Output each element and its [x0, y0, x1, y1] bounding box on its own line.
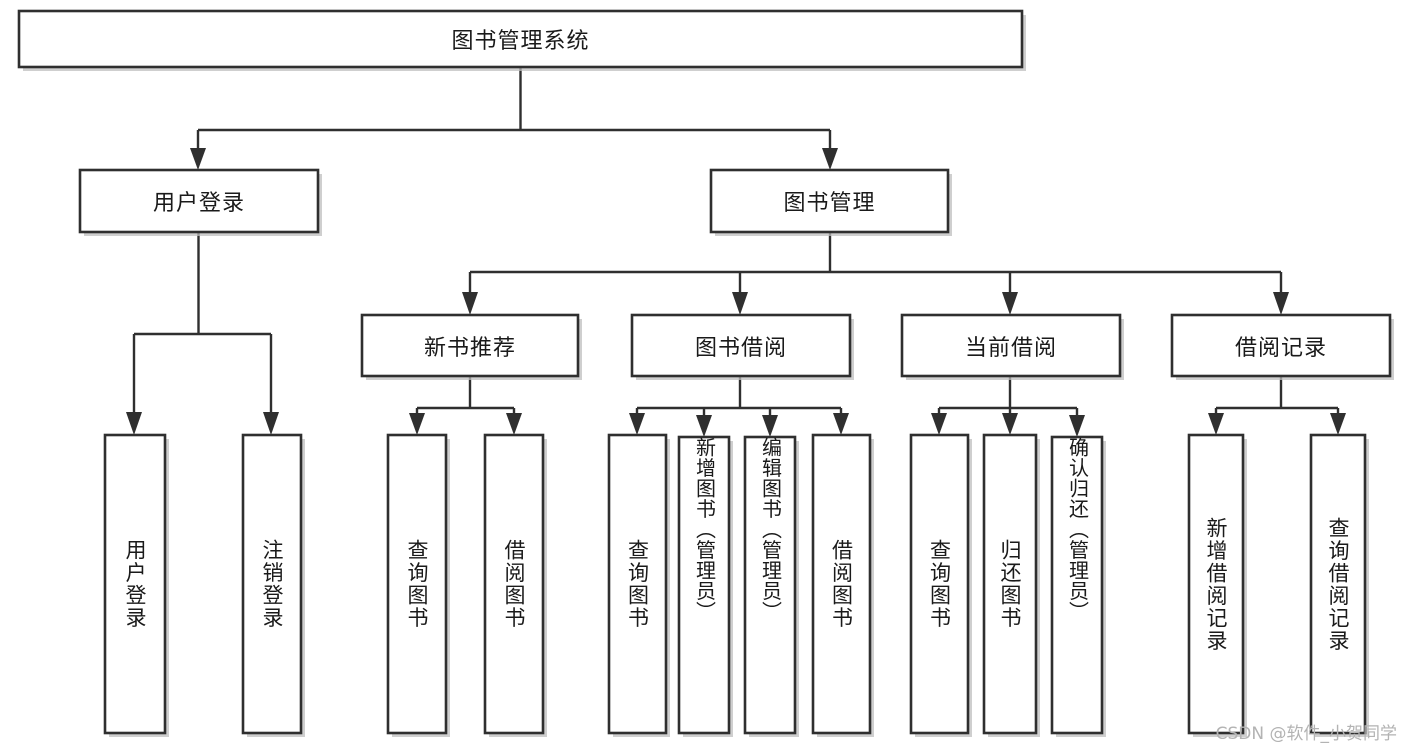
leaf-box-11[interactable] [1187, 433, 1245, 735]
leaf-box-10[interactable] [1050, 435, 1104, 735]
arrow-bb-leaf-1 [629, 413, 645, 435]
arrow-cb-leaf-3 [1069, 415, 1085, 437]
connector-user-login-bus [132, 232, 273, 417]
connector-new-book-rec-bus [415, 376, 516, 418]
connector-borrow-record-bus [1214, 376, 1340, 418]
arrow-nbr-leaf-2 [506, 413, 522, 435]
connector-group [126, 67, 1346, 437]
leaf-box-2[interactable] [386, 433, 448, 735]
node-borrow-record-box[interactable] [1170, 313, 1392, 378]
arrow-to-new-book-rec [462, 292, 478, 315]
arrow-to-book-manage [822, 148, 838, 170]
node-new-book-rec-box[interactable] [360, 313, 580, 378]
connector-root-bus [196, 67, 832, 152]
leaf-box-9[interactable] [982, 433, 1038, 735]
arrow-nbr-leaf-1 [409, 413, 425, 435]
box-group [17, 9, 1392, 735]
node-user-login-box[interactable] [78, 168, 320, 234]
leaf-box-4[interactable] [607, 433, 668, 735]
arrow-cb-leaf-1 [931, 413, 947, 435]
leaf-box-7[interactable] [811, 433, 872, 735]
node-book-manage-box[interactable] [709, 168, 950, 234]
arrow-to-user-login [190, 148, 206, 170]
arrow-to-book-borrow [732, 292, 748, 315]
leaf-box-6[interactable] [743, 435, 797, 735]
arrow-cb-leaf-2 [1002, 413, 1018, 435]
leaf-box-3[interactable] [483, 433, 545, 735]
node-root-box[interactable] [17, 9, 1024, 69]
node-current-borrow-box[interactable] [900, 313, 1122, 378]
arrow-br-leaf-2 [1330, 413, 1346, 435]
arrow-to-leaf-logout [263, 412, 279, 435]
leaf-box-8[interactable] [909, 433, 970, 735]
leaf-box-0[interactable] [103, 433, 167, 735]
leaf-box-5[interactable] [677, 435, 731, 735]
arrow-to-leaf-user-login [126, 412, 142, 435]
arrow-to-current-borrow [1002, 292, 1018, 315]
arrow-br-leaf-1 [1208, 413, 1224, 435]
node-book-borrow-box[interactable] [630, 313, 852, 378]
connector-book-manage-bus [468, 232, 1283, 296]
leaf-box-12[interactable] [1309, 433, 1367, 735]
leaf-box-1[interactable] [241, 433, 303, 735]
arrow-to-borrow-record [1273, 292, 1289, 315]
arrow-bb-leaf-2 [696, 415, 712, 437]
arrow-bb-leaf-3 [762, 415, 778, 437]
arrow-bb-leaf-4 [833, 413, 849, 435]
connector-book-borrow-bus [635, 376, 843, 420]
